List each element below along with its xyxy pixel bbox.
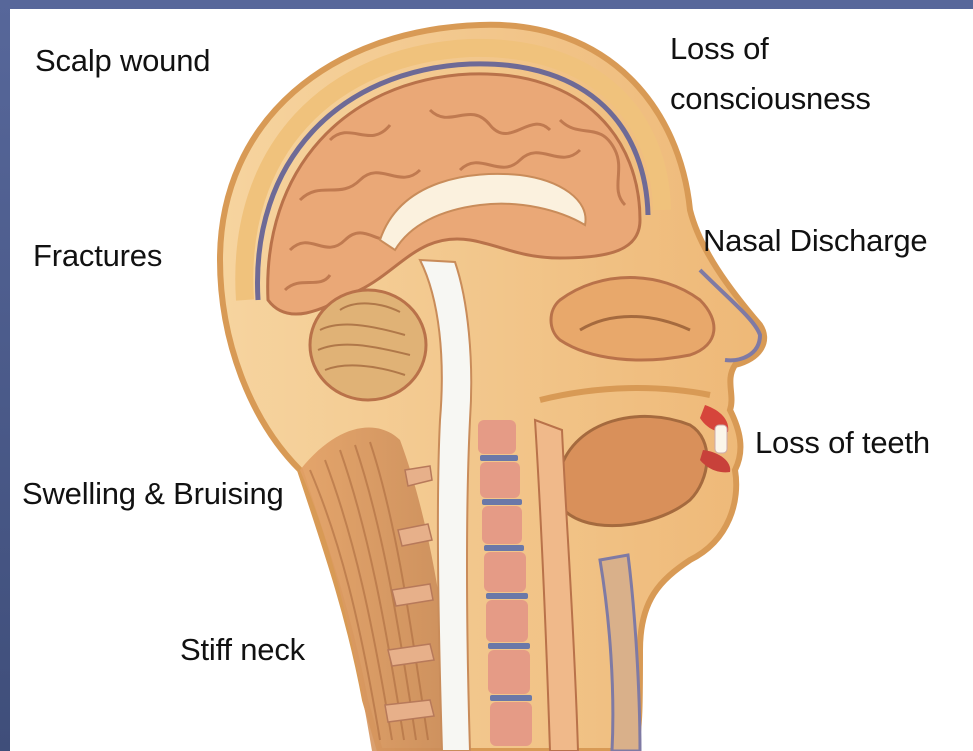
- label-loss-of-consciousness-line1: Loss of: [670, 31, 769, 67]
- label-fractures: Fractures: [33, 238, 162, 274]
- diagram-panel: Scalp wound Loss of consciousness Fractu…: [10, 9, 973, 751]
- cerebellum: [310, 290, 426, 400]
- head-cross-section-illustration: [10, 9, 973, 751]
- label-loss-of-consciousness-line2: consciousness: [670, 81, 871, 117]
- label-stiff-neck: Stiff neck: [180, 632, 305, 668]
- label-loss-of-teeth: Loss of teeth: [755, 425, 930, 461]
- teeth: [715, 425, 727, 453]
- label-scalp-wound: Scalp wound: [35, 43, 210, 79]
- label-nasal-discharge: Nasal Discharge: [703, 223, 927, 259]
- label-swelling-bruising: Swelling & Bruising: [22, 476, 284, 512]
